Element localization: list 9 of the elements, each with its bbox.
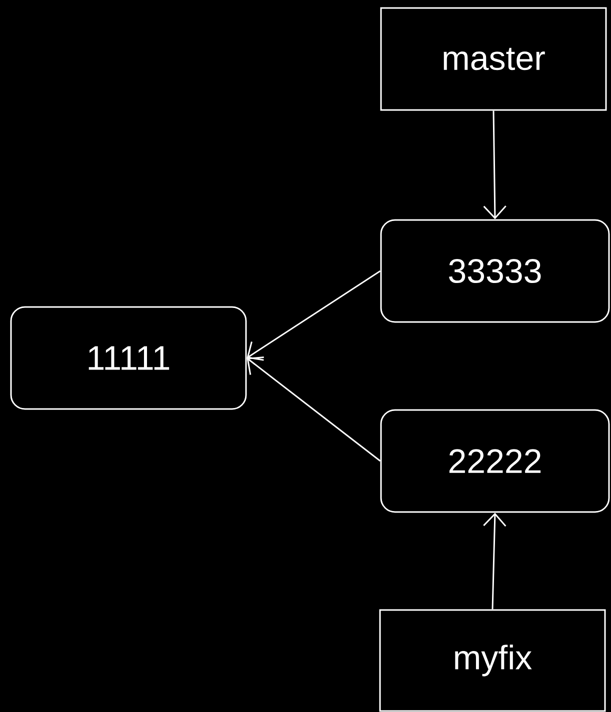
commit-box: 22222 — [380, 409, 610, 513]
branch-box: master — [380, 7, 607, 111]
arrow — [246, 356, 381, 462]
arrow — [483, 512, 506, 610]
commit-box: 11111 — [10, 306, 247, 410]
commit-box: 33333 — [380, 219, 610, 323]
arrow — [246, 270, 381, 361]
arrow — [483, 110, 506, 220]
branch-box: myfix — [379, 609, 606, 712]
